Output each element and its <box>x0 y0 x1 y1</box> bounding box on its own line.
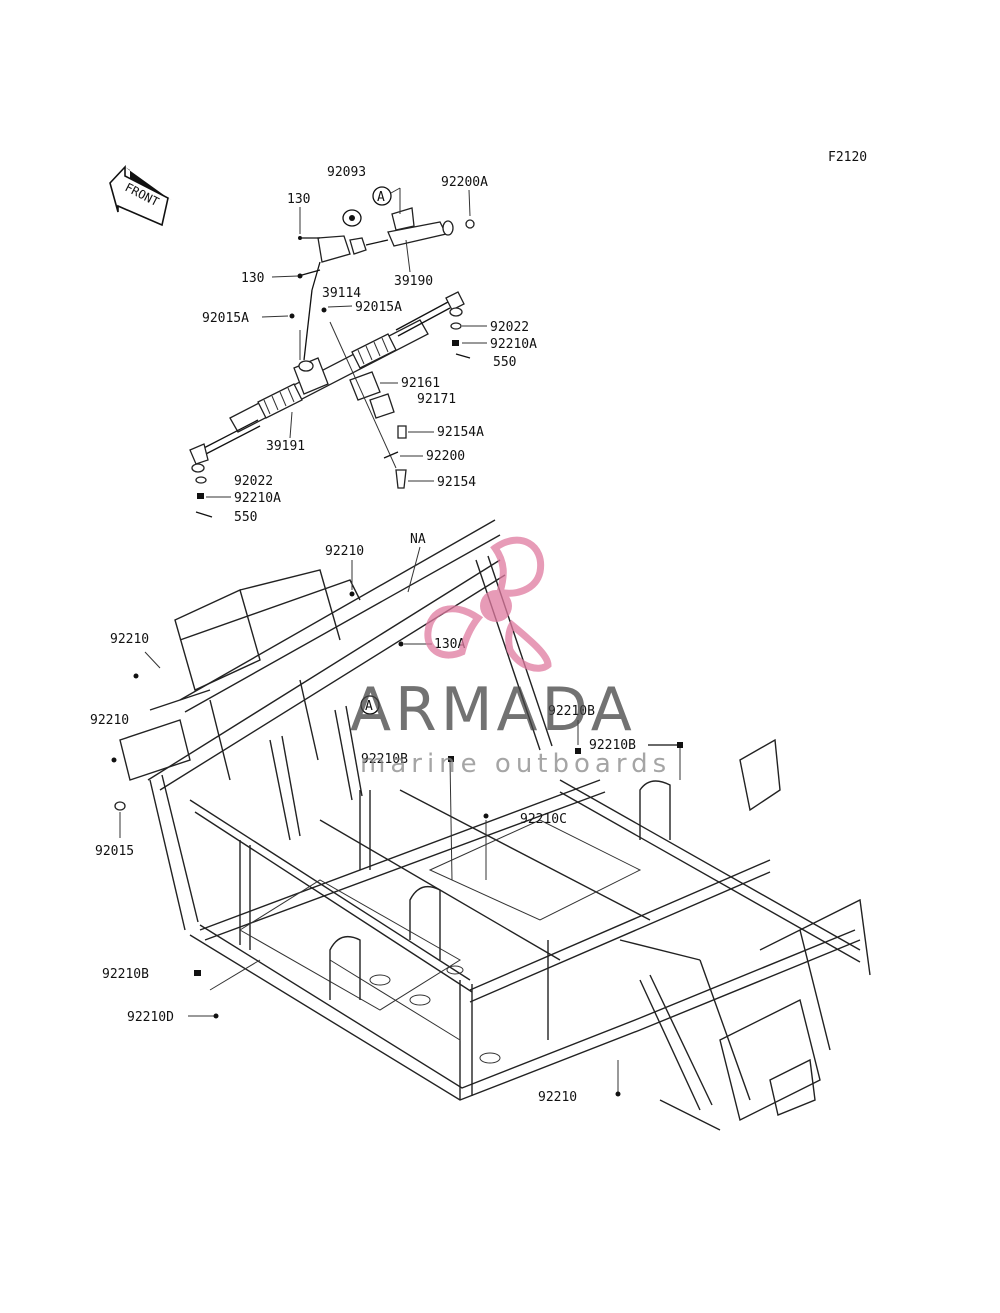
label-92210-left2: 92210 <box>90 713 129 728</box>
label-92022-right: 92022 <box>490 320 529 335</box>
steering-assembly <box>189 207 475 518</box>
vehicle-frame <box>119 519 871 1131</box>
label-92210B-r2: 92210B <box>589 738 636 753</box>
propeller-icon <box>424 536 552 672</box>
front-arrow-icon: FRONT <box>109 164 172 227</box>
label-92161: 92161 <box>401 376 440 391</box>
rack-housing <box>229 319 429 433</box>
boot-right <box>351 333 397 369</box>
label-92210B-low: 92210B <box>102 967 149 982</box>
callout-a-frame: A <box>360 695 380 715</box>
label-92200A: 92200A <box>441 175 488 190</box>
label-92210A-left: 92210A <box>234 491 281 506</box>
label-39114: 39114 <box>322 286 361 301</box>
label-92200: 92200 <box>426 449 465 464</box>
label-92210A-right: 92210A <box>490 337 537 352</box>
label-92210-bottom: 92210 <box>538 1090 577 1105</box>
boot-left <box>257 383 303 419</box>
label-92171: 92171 <box>417 392 456 407</box>
label-92210C: 92210C <box>520 812 567 827</box>
label-39191: 39191 <box>266 439 305 454</box>
label-92015A-right: 92015A <box>355 300 402 315</box>
clamp-92161 <box>349 371 381 401</box>
armada-watermark: ARMADA marine outboards <box>350 536 671 779</box>
label-92210-left1: 92210 <box>110 632 149 647</box>
label-NA: NA <box>410 532 426 547</box>
label-130-mid: 130 <box>241 271 264 286</box>
diagram-code: F2120 <box>828 150 867 165</box>
label-130-top: 130 <box>287 192 310 207</box>
label-92210B-r1: 92210B <box>548 704 595 719</box>
watermark-brand: ARMADA <box>350 675 636 745</box>
label-550-left: 550 <box>234 510 257 525</box>
callout-a-top: A <box>372 186 401 214</box>
label-92015: 92015 <box>95 844 134 859</box>
label-92022-left: 92022 <box>234 474 273 489</box>
label-92210-top: 92210 <box>325 544 364 559</box>
label-130A: 130A <box>434 637 465 652</box>
label-92015A-left: 92015A <box>202 311 249 326</box>
label-92210D: 92210D <box>127 1010 174 1025</box>
svg-text:A: A <box>365 699 373 714</box>
label-92093: 92093 <box>327 165 366 180</box>
svg-text:A: A <box>377 190 385 205</box>
label-92154A: 92154A <box>437 425 484 440</box>
label-39190: 39190 <box>394 274 433 289</box>
clamp-92171 <box>369 393 395 419</box>
label-550-right: 550 <box>493 355 516 370</box>
label-92210B-mid: 92210B <box>361 752 408 767</box>
universal-joint <box>317 235 351 263</box>
label-92154: 92154 <box>437 475 476 490</box>
watermark-tagline: marine outboards <box>360 749 671 779</box>
